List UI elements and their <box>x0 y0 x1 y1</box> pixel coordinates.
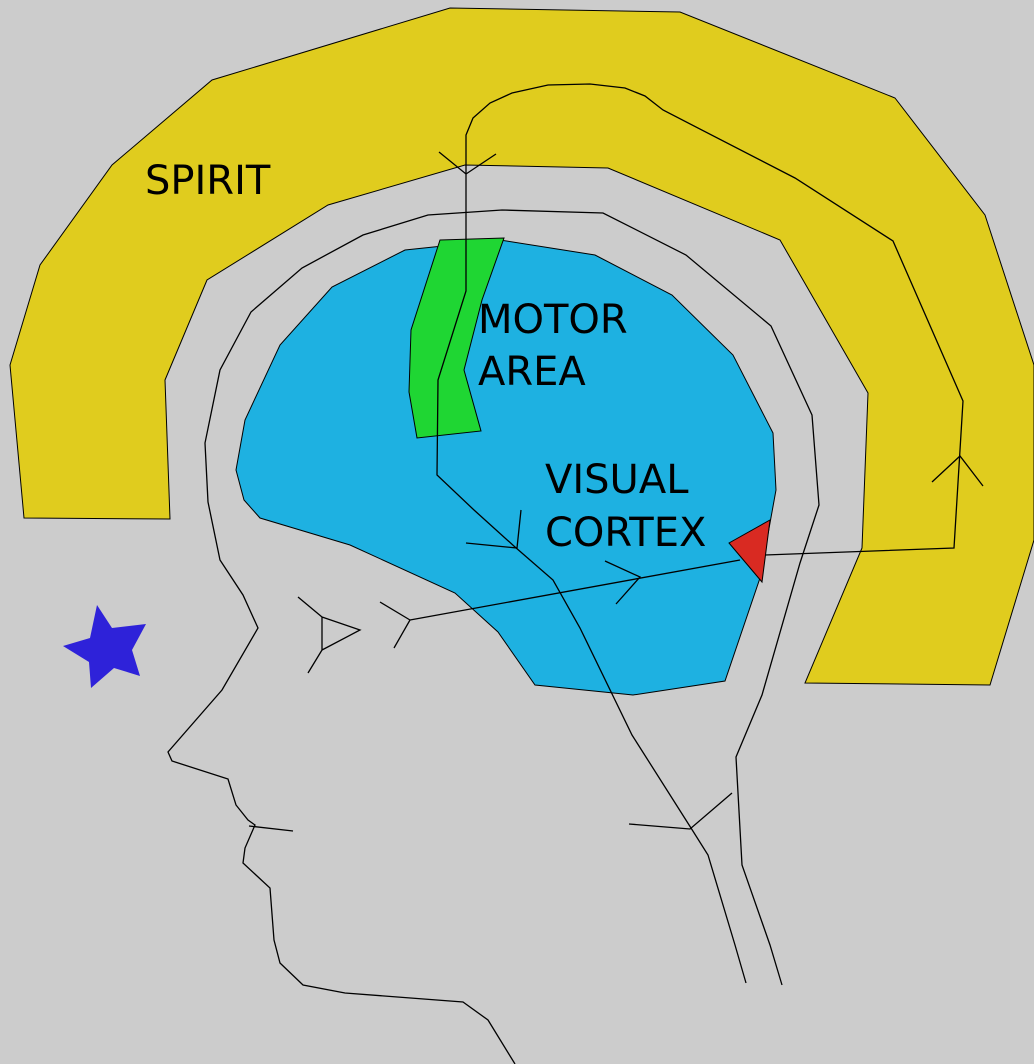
mouth-line <box>249 826 293 831</box>
eye <box>298 597 360 673</box>
visual-cortex-label-line2: CORTEX <box>545 510 706 556</box>
spirit-label: SPIRIT <box>145 158 271 204</box>
star-icon <box>63 605 146 688</box>
motor-area-label-line1: MOTOR <box>478 297 628 343</box>
eye-pathway-line <box>380 602 410 648</box>
motor-area-label-line2: AREA <box>478 349 586 395</box>
visual-cortex-label-line1: VISUAL <box>545 457 689 503</box>
